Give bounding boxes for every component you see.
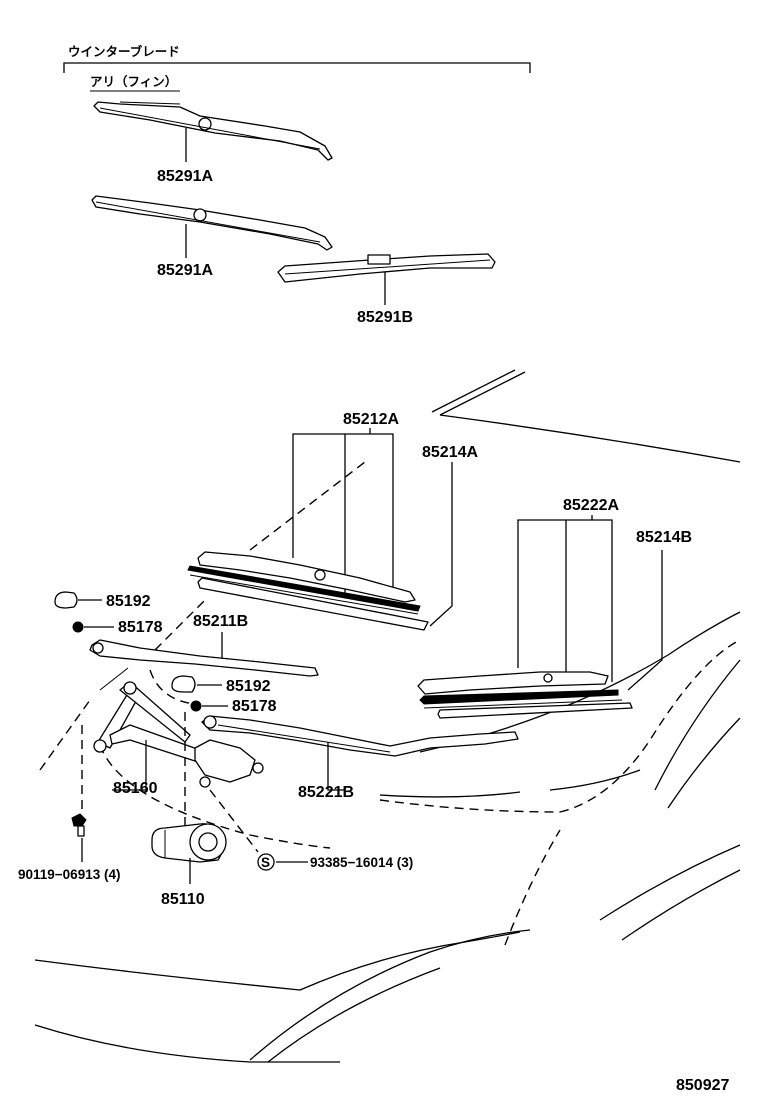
bolt-90119: 90119−06913 (4) bbox=[18, 813, 120, 882]
label-85214A: 85214A bbox=[422, 444, 478, 461]
cap-85192-lower bbox=[171, 675, 196, 693]
wiper-arm-85221B: 85221B bbox=[201, 715, 519, 801]
winter-blade-group: ウインターブレード アリ（フィン） 85291A 85291A 85291B bbox=[63, 44, 531, 326]
wiper-link-85160: 85160 bbox=[81, 667, 264, 830]
label-85212A: 85212A bbox=[343, 411, 399, 428]
nut-85178-upper bbox=[72, 621, 84, 633]
winter-blade-header: ウインターブレード bbox=[68, 44, 180, 59]
diagram-id: 850927 bbox=[676, 1077, 729, 1094]
label-85211B: 85211B bbox=[193, 613, 248, 630]
label-90119: 90119−06913 (4) bbox=[18, 867, 120, 882]
car-body-outline bbox=[34, 369, 741, 1063]
label-85192-2: 85192 bbox=[226, 678, 271, 695]
label-85291B: 85291B bbox=[357, 309, 413, 326]
label-85214B: 85214B bbox=[636, 529, 692, 546]
blade-85291B bbox=[277, 253, 496, 283]
blade-assembly-85212A: 85212A 85214A bbox=[187, 411, 478, 631]
label-93385: 93385−16014 (3) bbox=[310, 855, 413, 870]
label-85192-1: 85192 bbox=[106, 593, 151, 610]
nut-85178-lower bbox=[190, 700, 202, 712]
wiper-arm-85211B: 85211B bbox=[89, 599, 319, 705]
label-85160: 85160 bbox=[113, 780, 158, 797]
label-85291A-1: 85291A bbox=[157, 168, 213, 185]
blade-85291A-bottom bbox=[91, 195, 333, 251]
screw-93385: S 93385−16014 (3) bbox=[209, 789, 413, 871]
label-85110: 85110 bbox=[161, 891, 205, 908]
wiper-motor-85110: 85110 bbox=[151, 823, 227, 908]
blade-assembly-85222A: 85222A 85214B bbox=[417, 497, 692, 719]
blade-85291A-top bbox=[93, 101, 333, 161]
label-85221B: 85221B bbox=[298, 784, 354, 801]
label-85178-1: 85178 bbox=[118, 619, 163, 636]
label-85222A: 85222A bbox=[563, 497, 619, 514]
label-85178-2: 85178 bbox=[232, 698, 277, 715]
screw-s-mark: S bbox=[261, 855, 270, 870]
cap-85192-upper bbox=[54, 591, 78, 609]
label-85291A-2: 85291A bbox=[157, 262, 213, 279]
with-fin-header: アリ（フィン） bbox=[90, 74, 177, 89]
